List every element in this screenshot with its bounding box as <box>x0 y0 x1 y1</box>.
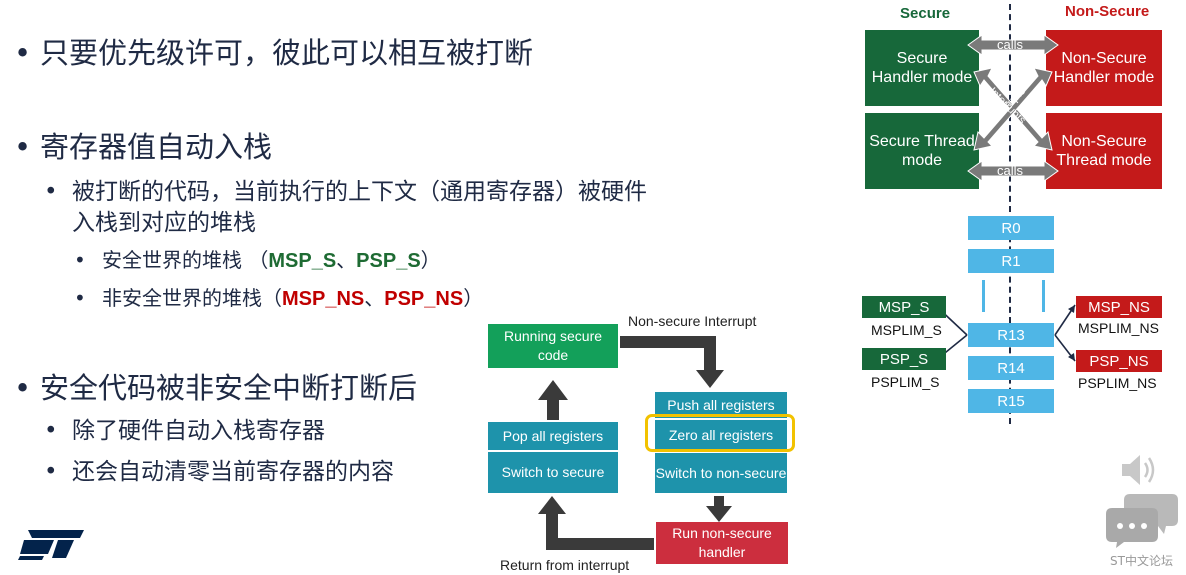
speaker-icon[interactable] <box>1118 450 1164 494</box>
switch-to-secure-box: Switch to secure <box>488 452 618 493</box>
secure-handler-mode: Secure Handler mode <box>865 30 979 106</box>
flow-arrows <box>538 336 732 550</box>
msp-s-register: MSP_S <box>862 296 946 318</box>
bullet-auto-stack-text: 寄存器值自动入栈 <box>40 130 273 164</box>
msp-s-label: MSP_S <box>268 250 337 272</box>
msp-ns-register: MSP_NS <box>1076 296 1162 318</box>
bullet-auto-stack: •寄存器值自动入栈 <box>14 130 273 164</box>
ns-interrupt-label: Non-secure Interrupt <box>628 313 757 329</box>
sub-bullet-clear-regs: •还会自动清零当前寄存器的内容 <box>44 459 394 485</box>
nonsecure-header: Non-Secure <box>1065 3 1150 20</box>
chat-bubbles-icon[interactable] <box>1104 490 1180 554</box>
secure-header: Secure <box>900 5 951 22</box>
zero-all-registers-box: Zero all registers <box>655 420 787 450</box>
bullet-interrupted: •安全代码被非安全中断打断后 <box>14 371 418 405</box>
sub-bullet-context-line2: 入栈到对应的堆栈 <box>72 210 256 236</box>
sub-bullet-context: •被打断的代码，当前执行的上下文（通用寄存器）被硬件 <box>44 179 647 205</box>
calls-label-bottom: calls <box>997 163 1024 178</box>
run-nonsecure-handler-box: Run non-secure handler <box>656 522 788 564</box>
register-ellipsis-right <box>1042 280 1045 312</box>
psp-ns-register: PSP_NS <box>1076 350 1162 372</box>
running-secure-code-box: Running secure code <box>488 324 618 368</box>
sub-sub-bullet-secure-stack: •安全世界的堆栈 （MSP_S、PSP_S） <box>74 248 441 272</box>
register-r13: R13 <box>968 323 1054 347</box>
register-ellipsis-left <box>982 280 985 312</box>
nonsecure-handler-mode: Non-Secure Handler mode <box>1046 30 1162 106</box>
sub-bullet-context-line1: 被打断的代码，当前执行的上下文（通用寄存器）被硬件 <box>72 179 647 205</box>
psp-s-label: PSP_S <box>356 250 421 272</box>
mode-transition-arrows <box>967 34 1059 182</box>
sub-bullet-hw-stack: •除了硬件自动入栈寄存器 <box>44 418 325 444</box>
msplim-ns-label: MSPLIM_NS <box>1078 320 1159 336</box>
register-r14: R14 <box>968 356 1054 380</box>
stack-pointer-links <box>935 304 1076 362</box>
return-from-interrupt-label: Return from interrupt <box>500 557 630 573</box>
bullet-interrupted-text: 安全代码被非安全中断打断后 <box>40 371 418 405</box>
bullet-priority-text: 只要优先级许可，彼此可以相互被打断 <box>40 36 534 70</box>
psplim-s-label: PSPLIM_S <box>871 374 940 390</box>
calls-label-top: calls <box>997 37 1024 52</box>
switch-to-nonsecure-box: Switch to non-secure <box>655 453 787 493</box>
st-logo-icon <box>18 526 86 566</box>
psplim-ns-label: PSPLIM_NS <box>1078 375 1157 391</box>
forum-label[interactable]: ST中文论坛 <box>1110 554 1173 568</box>
bullet-priority: •只要优先级许可，彼此可以相互被打断 <box>14 36 534 70</box>
security-divider <box>1009 4 1011 424</box>
register-r0: R0 <box>968 216 1054 240</box>
register-r15: R15 <box>968 389 1054 413</box>
push-all-registers-box: Push all registers <box>655 392 787 418</box>
sub-sub-bullet-nonsecure-stack: •非安全世界的堆栈（MSP_NS、PSP_NS） <box>74 286 484 310</box>
register-r1: R1 <box>968 249 1054 273</box>
secure-thread-mode: Secure Thread mode <box>865 113 979 189</box>
msp-ns-label: MSP_NS <box>282 288 365 310</box>
msplim-s-label: MSPLIM_S <box>871 322 942 338</box>
psp-ns-label: PSP_NS <box>384 288 464 310</box>
psp-s-register: PSP_S <box>862 348 946 370</box>
pop-all-registers-box: Pop all registers <box>488 422 618 450</box>
zero-registers-highlight <box>645 414 795 452</box>
nonsecure-thread-mode: Non-Secure Thread mode <box>1046 113 1162 189</box>
